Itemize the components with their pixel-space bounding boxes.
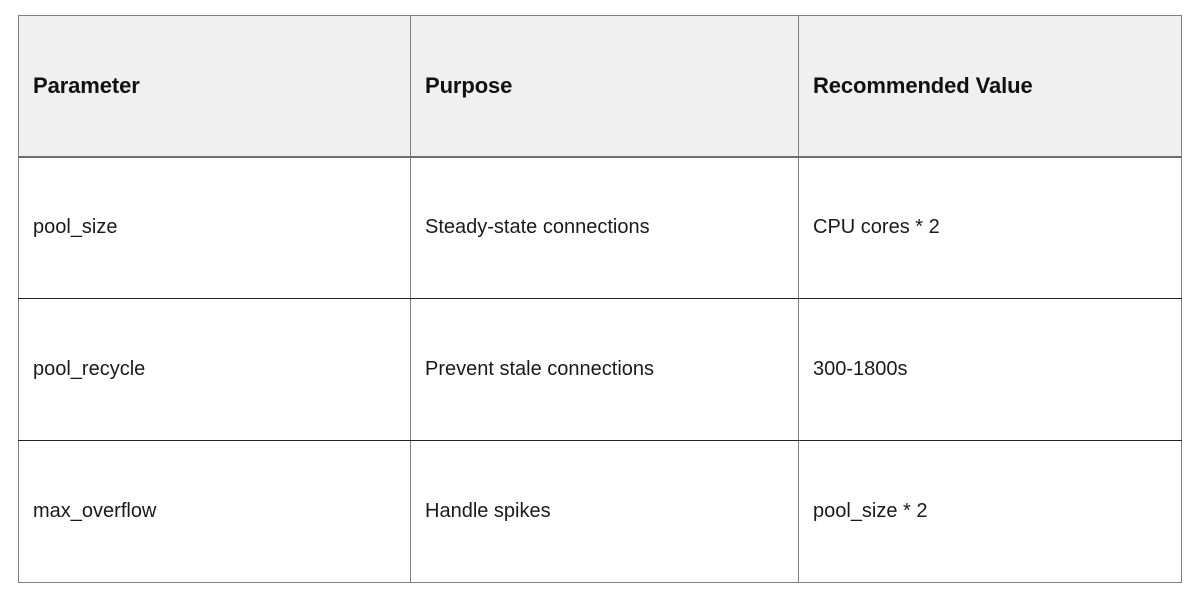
connection-pool-parameters-table: Parameter Purpose Recommended Value pool… <box>18 15 1182 583</box>
table-row: max_overflow Handle spikes pool_size * 2 <box>18 440 1182 583</box>
table-header-row: Parameter Purpose Recommended Value <box>18 15 1182 158</box>
table-container: Parameter Purpose Recommended Value pool… <box>18 15 1182 585</box>
cell-purpose-text: Handle spikes <box>425 500 551 522</box>
cell-purpose-text: Prevent stale connections <box>425 358 655 380</box>
cell-parameter-text: max_overflow <box>33 500 157 522</box>
cell-parameter-text: pool_recycle <box>33 358 146 380</box>
table-header: Parameter Purpose Recommended Value <box>18 15 1182 158</box>
cell-recommended-value-text: CPU cores * 2 <box>813 216 940 239</box>
table-row: pool_recycle Prevent stale connections 3… <box>18 298 1182 441</box>
table-body: pool_size Steady-state connections CPU c… <box>18 156 1182 583</box>
cell-purpose: Handle spikes <box>410 440 799 583</box>
cell-recommended-value: CPU cores * 2 <box>798 156 1182 299</box>
cell-recommended-value: pool_size * 2 <box>798 440 1182 583</box>
cell-recommended-value: 300-1800s <box>798 298 1182 441</box>
cell-recommended-value-text: 300-1800s <box>813 358 908 380</box>
table-row: pool_size Steady-state connections CPU c… <box>18 156 1182 299</box>
column-header-purpose-label: Purpose <box>425 72 513 98</box>
cell-purpose: Prevent stale connections <box>410 298 799 441</box>
cell-parameter: pool_size <box>18 156 411 299</box>
column-header-purpose: Purpose <box>410 15 799 158</box>
column-header-recommended-value: Recommended Value <box>798 15 1182 158</box>
cell-purpose-text: Steady-state connections <box>425 216 650 239</box>
cell-parameter-text: pool_size <box>33 216 118 239</box>
cell-purpose: Steady-state connections <box>410 156 799 299</box>
column-header-parameter: Parameter <box>18 15 411 158</box>
cell-parameter: pool_recycle <box>18 298 411 441</box>
column-header-parameter-label: Parameter <box>33 72 140 98</box>
column-header-recommended-value-label: Recommended Value <box>813 72 1033 98</box>
cell-parameter: max_overflow <box>18 440 411 583</box>
cell-recommended-value-text: pool_size * 2 <box>813 500 928 522</box>
